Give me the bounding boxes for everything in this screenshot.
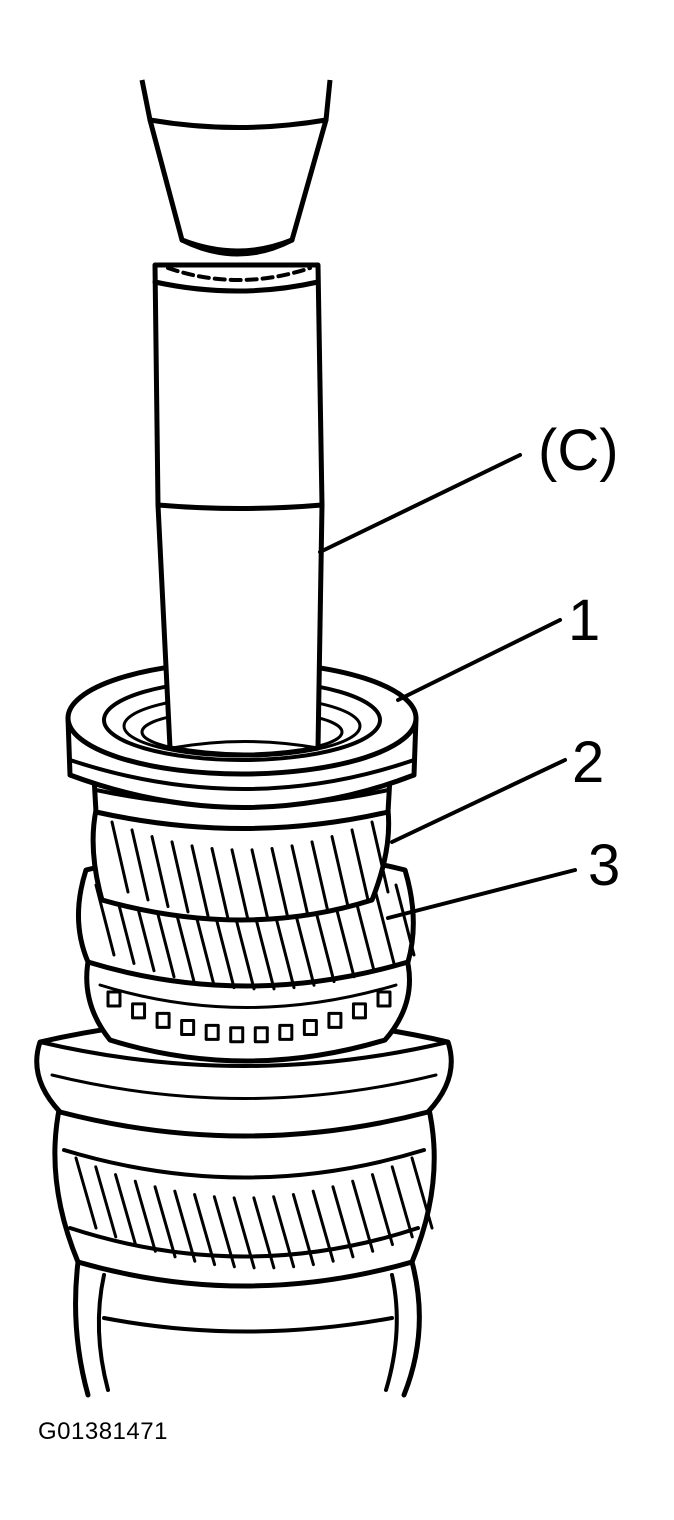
clutch-tooth [229,1026,245,1044]
gear-tooth [250,848,270,922]
clutch-tooth [204,1023,220,1041]
gear-tooth [154,905,176,979]
clutch-tooth [106,990,122,1008]
clutch-tooth [278,1023,294,1041]
gear-tooth [394,883,416,957]
middle-gear-teeth [94,883,416,991]
callout-3: 3 [588,833,620,898]
gear-tooth [310,840,330,914]
figure-id: G01381471 [38,1418,168,1445]
lower-helical-gear [52,1080,437,1289]
synchronizer-clutch-teeth [106,990,392,1044]
gear-tooth [294,913,316,987]
gear-tooth [314,910,336,984]
gear-tooth [74,1156,98,1230]
clutch-tooth [180,1019,196,1037]
gear-tooth [114,1173,138,1247]
gear-tooth [252,1196,276,1270]
gear-tooth [291,1193,315,1267]
clutch-tooth [253,1026,269,1044]
gear-tooth [94,1165,118,1239]
shaft-lower-stub [73,1259,422,1398]
gear-tooth [334,905,356,979]
gear-tooth [270,847,290,921]
gear-tooth [150,835,170,909]
gear-tooth [110,820,130,894]
press-ram-handle [139,79,333,257]
gear-tooth [410,1156,434,1230]
clutch-tooth [376,990,392,1008]
gear-tooth [330,835,350,909]
clutch-tooth [131,1002,147,1020]
upper-gear-teeth [110,820,390,922]
gear-tooth [374,891,396,965]
gear-tooth [174,910,196,984]
clutch-tooth [155,1011,171,1029]
gear-tooth [274,916,296,990]
clutch-tooth [351,1002,367,1020]
gear-tooth [370,820,390,894]
gear-tooth [170,840,190,914]
clutch-tooth [302,1019,318,1037]
gear-tooth [272,1195,296,1269]
gear-tooth [130,828,150,902]
gear-tooth [354,899,376,973]
gear-tooth [370,1173,394,1247]
gear-tooth [290,844,310,918]
gear-tooth [134,899,156,973]
gear-tooth [232,1196,256,1270]
clutch-tooth [327,1011,343,1029]
callout-c: (C) [538,418,619,483]
gear-tooth [190,844,210,918]
gear-tooth [133,1179,157,1253]
gear-tooth [193,1193,217,1267]
gear-tooth [230,848,250,922]
gear-tooth [214,916,236,990]
gear-tooth [234,917,256,991]
leader-lines [318,453,577,920]
installer-tool-c [152,262,325,758]
gear-tooth [390,1165,414,1239]
gear-tooth [350,828,370,902]
gear-tooth [311,1189,335,1263]
lower-gear-teeth [74,1156,434,1270]
gear-tooth [212,1195,236,1269]
gear-tooth [153,1185,177,1259]
gear-tooth [173,1189,197,1263]
gear-tooth [194,913,216,987]
callout-2: 2 [572,730,604,795]
gear-tooth [351,1179,375,1253]
callout-1: 1 [568,588,600,653]
gear-tooth [210,847,230,921]
gear-tooth [254,917,276,991]
gear-tooth [331,1185,355,1259]
